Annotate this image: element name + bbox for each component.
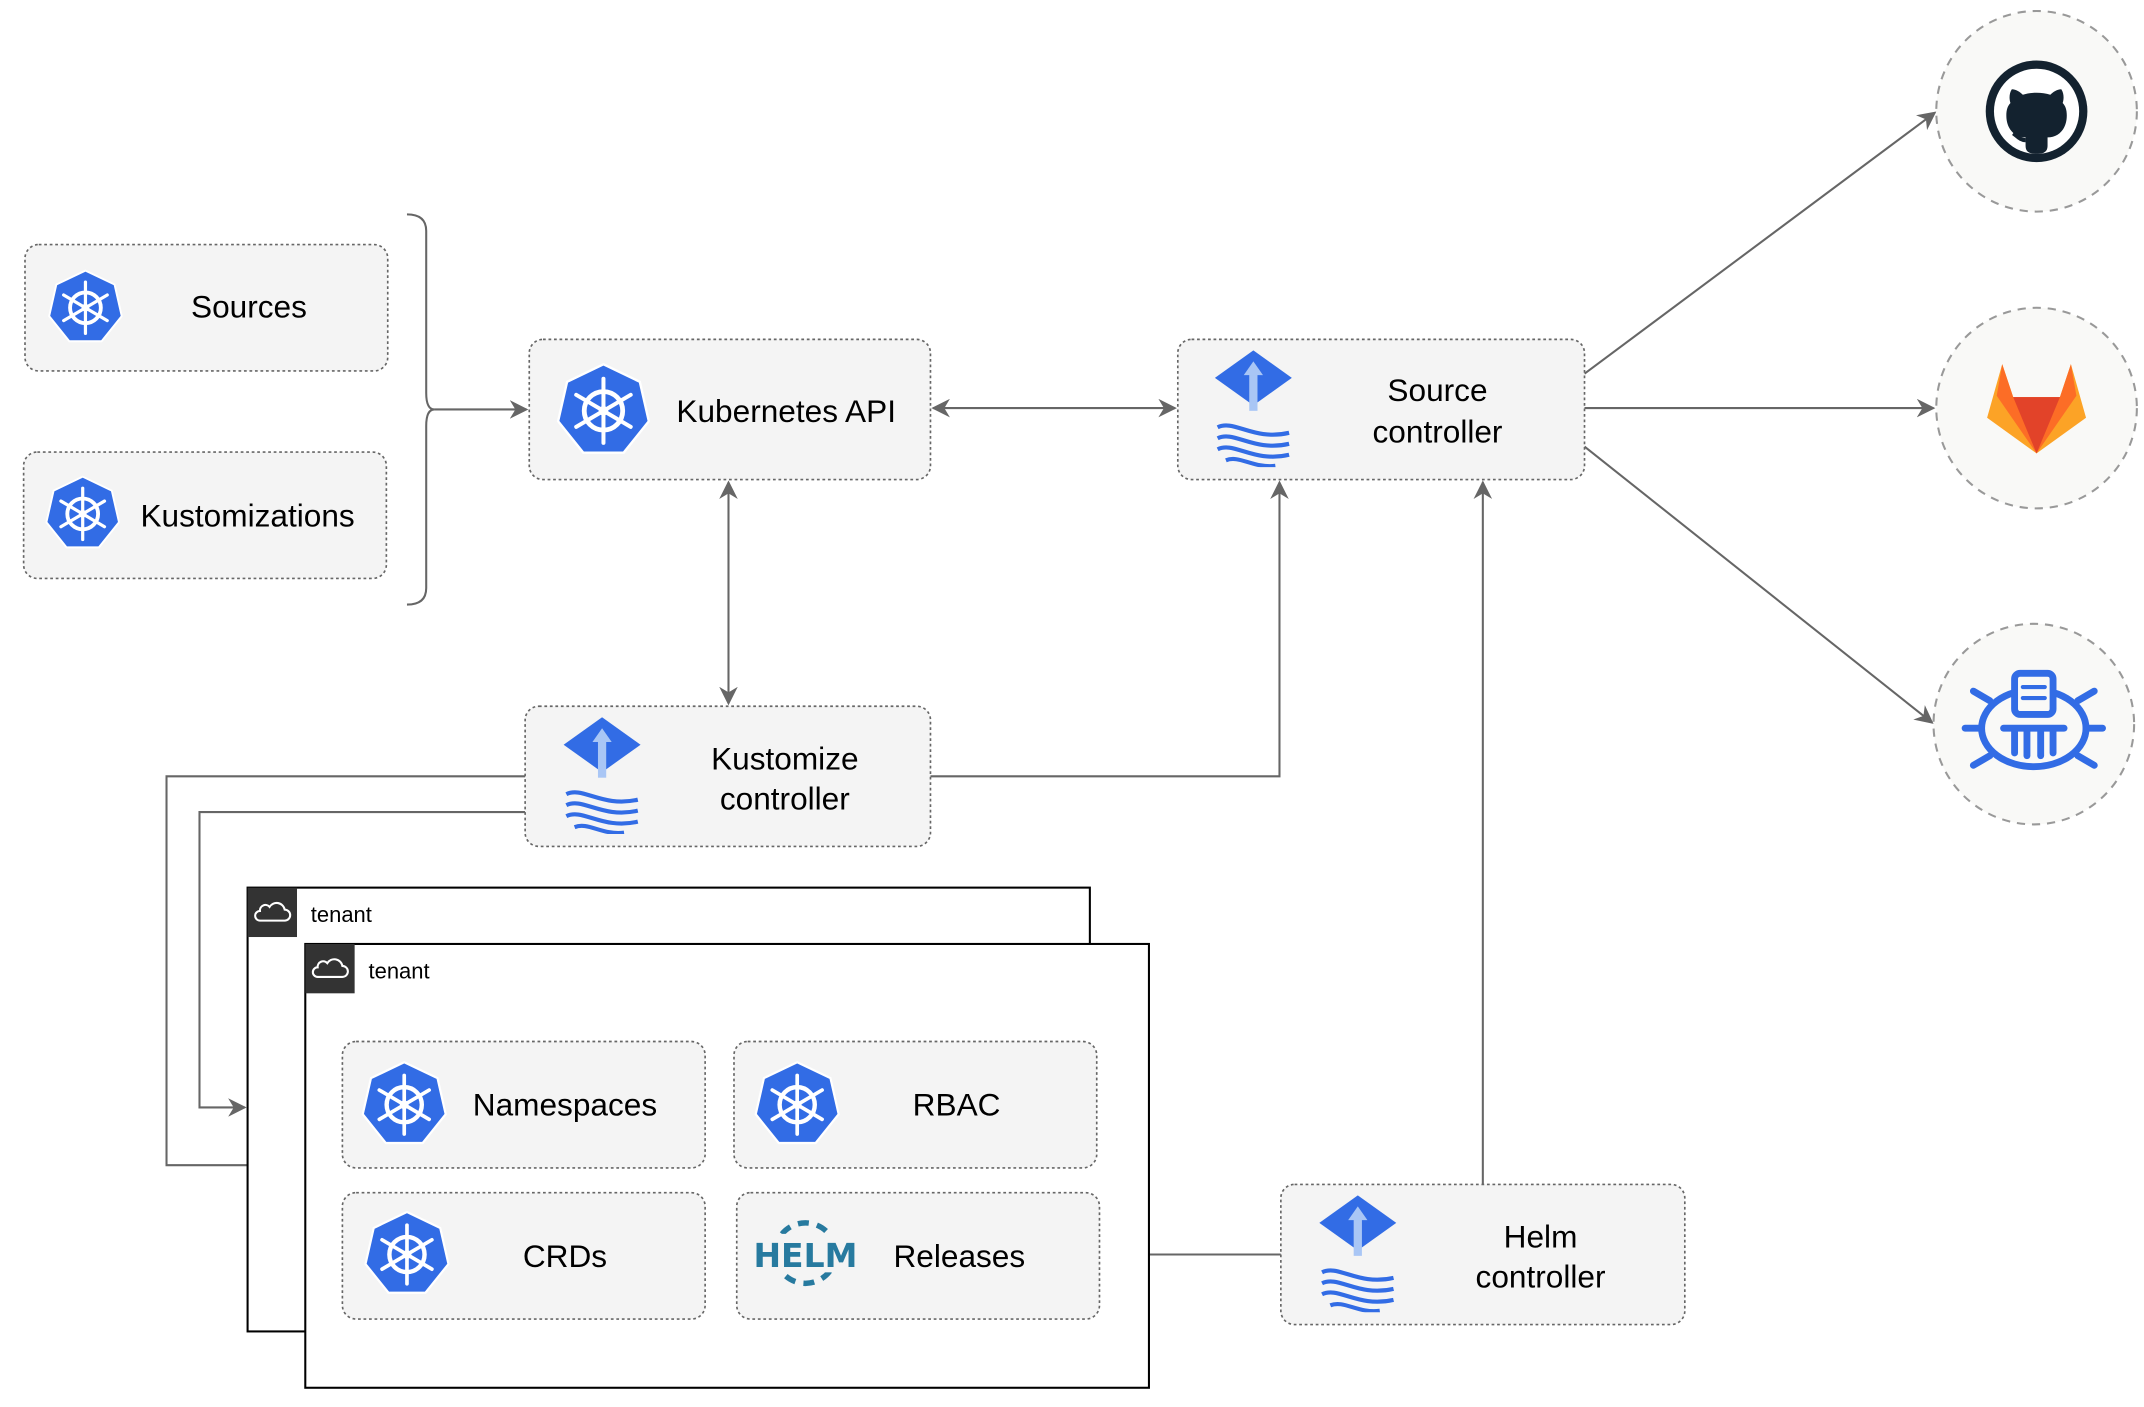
cloud-icon xyxy=(247,887,298,938)
github-source[interactable] xyxy=(1935,9,2138,213)
edge-kustomize-to-tenant-front xyxy=(165,775,526,1175)
source-controller-label-2: controller xyxy=(1373,413,1503,449)
helm-logo-icon: HELM xyxy=(753,1220,857,1287)
node-kustomize-controller[interactable]: Kustomize controller xyxy=(524,705,932,848)
helm-controller-label-2: controller xyxy=(1476,1258,1606,1294)
helm-controller-label-1: Helm xyxy=(1504,1219,1578,1255)
namespaces-label: Namespaces xyxy=(473,1087,657,1123)
source-controller-label-1: Source xyxy=(1387,372,1487,408)
kubernetes-api-label: Kubernetes API xyxy=(676,393,896,429)
node-helm-controller[interactable]: Helm controller xyxy=(1280,1183,1686,1326)
cloud-icon xyxy=(305,943,355,994)
node-source-controller[interactable]: Source controller xyxy=(1176,338,1586,481)
tenant-label: tenant xyxy=(369,958,430,983)
node-rbac[interactable]: RBAC xyxy=(733,1040,1098,1169)
node-kustomizations[interactable]: Kustomizations xyxy=(22,451,388,580)
bracket xyxy=(406,213,435,606)
rbac-label: RBAC xyxy=(913,1087,1001,1123)
releases-label: Releases xyxy=(893,1238,1025,1274)
kustomizations-label: Kustomizations xyxy=(140,497,354,533)
sources-label: Sources xyxy=(191,288,307,324)
edge-source-to-github xyxy=(1583,111,1937,375)
edge-kustomize-to-tenant-back xyxy=(198,811,526,1117)
github-logo-icon xyxy=(1985,60,2088,163)
bucket-source[interactable] xyxy=(1932,622,2136,826)
edge-kustomize-to-source xyxy=(930,480,1289,778)
node-releases[interactable]: HELM Releases xyxy=(735,1191,1101,1320)
node-namespaces[interactable]: Namespaces xyxy=(341,1040,706,1169)
svg-text:HELM: HELM xyxy=(753,1236,857,1275)
tenant-label: tenant xyxy=(311,902,372,927)
node-sources[interactable]: Sources xyxy=(24,243,389,372)
bucket-storage-icon xyxy=(1961,669,2106,771)
edge-source-to-bucket xyxy=(1583,445,1934,724)
node-kubernetes-api[interactable]: Kubernetes API xyxy=(528,338,932,481)
kustomize-controller-label-1: Kustomize xyxy=(711,740,858,776)
gitlab-logo-icon xyxy=(1987,364,2087,454)
kustomize-controller-label-2: controller xyxy=(720,780,850,816)
crds-label: CRDs xyxy=(523,1238,607,1274)
node-crds[interactable]: CRDs xyxy=(341,1191,706,1320)
edges xyxy=(165,111,1937,1264)
gitlab-source[interactable] xyxy=(1935,306,2138,510)
